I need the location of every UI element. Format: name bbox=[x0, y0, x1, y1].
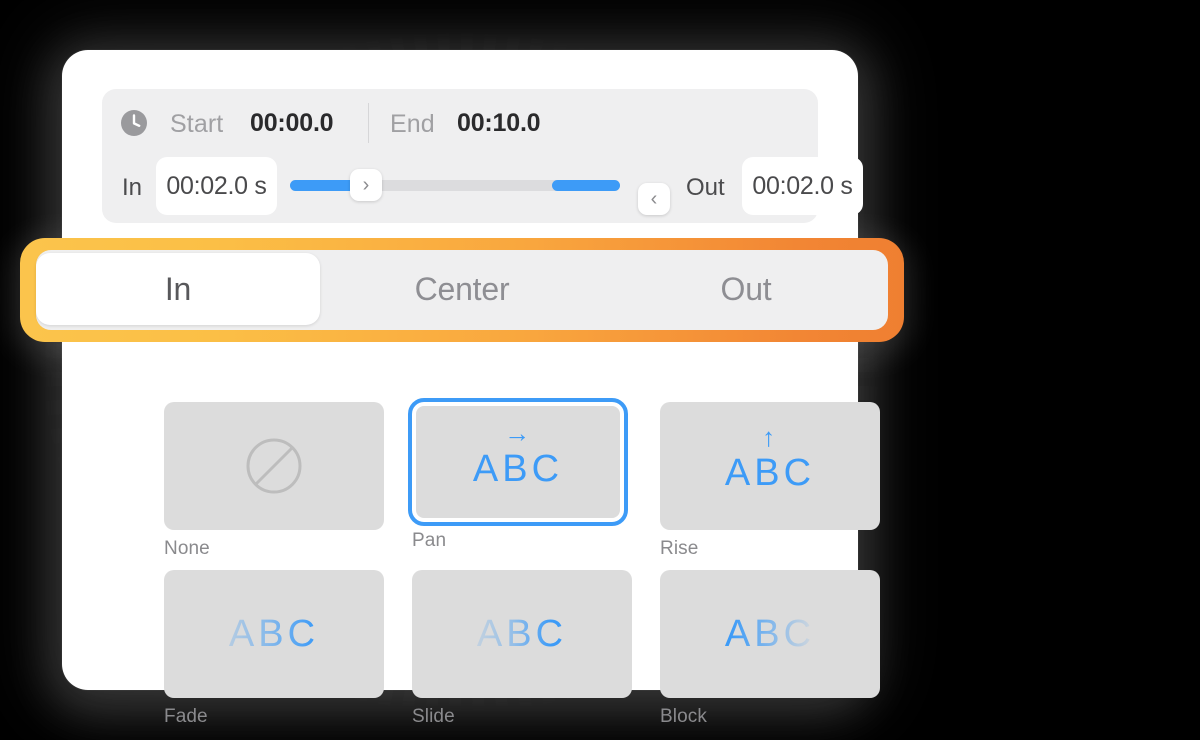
effect-tile-slide[interactable]: ABC bbox=[412, 570, 632, 698]
in-range-fill bbox=[290, 180, 358, 191]
effect-preview-block: ABC bbox=[660, 570, 880, 698]
out-range-fill bbox=[552, 180, 620, 191]
chevron-right-icon: › bbox=[362, 174, 370, 196]
effect-cell-fade[interactable]: ABC Fade bbox=[164, 570, 384, 728]
out-duration-field[interactable]: 00:02.0 s bbox=[742, 157, 863, 215]
arrow-right-icon: → bbox=[504, 418, 535, 448]
abc-sample-rise: ↑ ABC bbox=[724, 424, 816, 494]
effect-label-rise: Rise bbox=[660, 538, 699, 559]
timing-panel: Start 00:00.0 End 00:10.0 In 00:02.0 s ›… bbox=[102, 89, 863, 223]
in-slider-thumb[interactable]: › bbox=[350, 169, 382, 201]
abc-text: ABC bbox=[724, 452, 816, 494]
effect-tile-none[interactable] bbox=[164, 402, 384, 530]
effect-label-pan: Pan bbox=[412, 530, 447, 551]
effect-cell-pan[interactable]: → ABC Pan bbox=[408, 398, 632, 560]
tab-in-label: In bbox=[164, 270, 192, 307]
segmented-control[interactable]: In Center Out bbox=[36, 253, 888, 325]
arrow-up-icon: ↑ bbox=[762, 422, 780, 452]
out-slider-thumb[interactable]: ‹ bbox=[638, 183, 670, 215]
effect-label-none: None bbox=[164, 538, 210, 559]
effect-preview-fade: ABC bbox=[164, 570, 384, 698]
animation-settings-card: Start 00:00.0 End 00:10.0 In 00:02.0 s ›… bbox=[62, 50, 880, 727]
start-value: 00:00.0 bbox=[250, 109, 334, 137]
end-value: 00:10.0 bbox=[457, 109, 541, 137]
effect-preview-slide: ABC bbox=[412, 570, 632, 698]
clock-icon bbox=[120, 109, 148, 137]
effect-tile-block[interactable]: ABC bbox=[660, 570, 880, 698]
abc-sample-fade: ABC bbox=[228, 613, 320, 655]
in-out-range-slider[interactable] bbox=[290, 180, 620, 191]
effect-tile-fade[interactable]: ABC bbox=[164, 570, 384, 698]
effect-cell-block[interactable]: ABC Block bbox=[660, 570, 880, 728]
end-label: End bbox=[390, 110, 435, 138]
start-label: Start bbox=[170, 110, 224, 138]
timing-summary-row: Start 00:00.0 End 00:10.0 bbox=[102, 89, 818, 155]
effect-label-slide: Slide bbox=[412, 706, 455, 727]
effect-cell-none[interactable]: None bbox=[164, 402, 384, 560]
timing-divider bbox=[368, 103, 369, 143]
abc-text: ABC bbox=[472, 448, 564, 490]
effect-tile-pan[interactable]: → ABC bbox=[408, 398, 628, 526]
effect-preview-rise: ↑ ABC bbox=[660, 402, 880, 530]
effect-label-block: Block bbox=[660, 706, 707, 727]
tab-out[interactable]: Out bbox=[604, 253, 888, 325]
tab-in[interactable]: In bbox=[36, 253, 320, 325]
effect-cell-rise[interactable]: ↑ ABC Rise bbox=[660, 402, 880, 560]
effect-preview-none bbox=[164, 402, 384, 530]
out-label: Out bbox=[686, 174, 725, 201]
effect-tile-rise[interactable]: ↑ ABC bbox=[660, 402, 880, 530]
in-out-row: In 00:02.0 s › ‹ Out 00:02.0 s bbox=[102, 155, 863, 223]
tab-center-label: Center bbox=[414, 270, 510, 307]
effect-label-fade: Fade bbox=[164, 706, 208, 727]
effect-cell-slide[interactable]: ABC Slide bbox=[412, 570, 632, 728]
abc-sample-block: ABC bbox=[724, 613, 816, 655]
in-label: In bbox=[122, 174, 143, 201]
abc-sample-slide: ABC bbox=[476, 613, 568, 655]
chevron-left-icon: ‹ bbox=[650, 188, 658, 210]
abc-sample-pan: → ABC bbox=[472, 420, 564, 490]
effects-grid: None → ABC Pan ↑ bbox=[164, 398, 880, 728]
in-duration-field[interactable]: 00:02.0 s bbox=[156, 157, 277, 215]
tab-out-label: Out bbox=[720, 270, 772, 307]
tab-center[interactable]: Center bbox=[320, 253, 604, 325]
no-symbol-icon bbox=[245, 437, 303, 495]
effect-preview-pan: → ABC bbox=[416, 406, 620, 518]
